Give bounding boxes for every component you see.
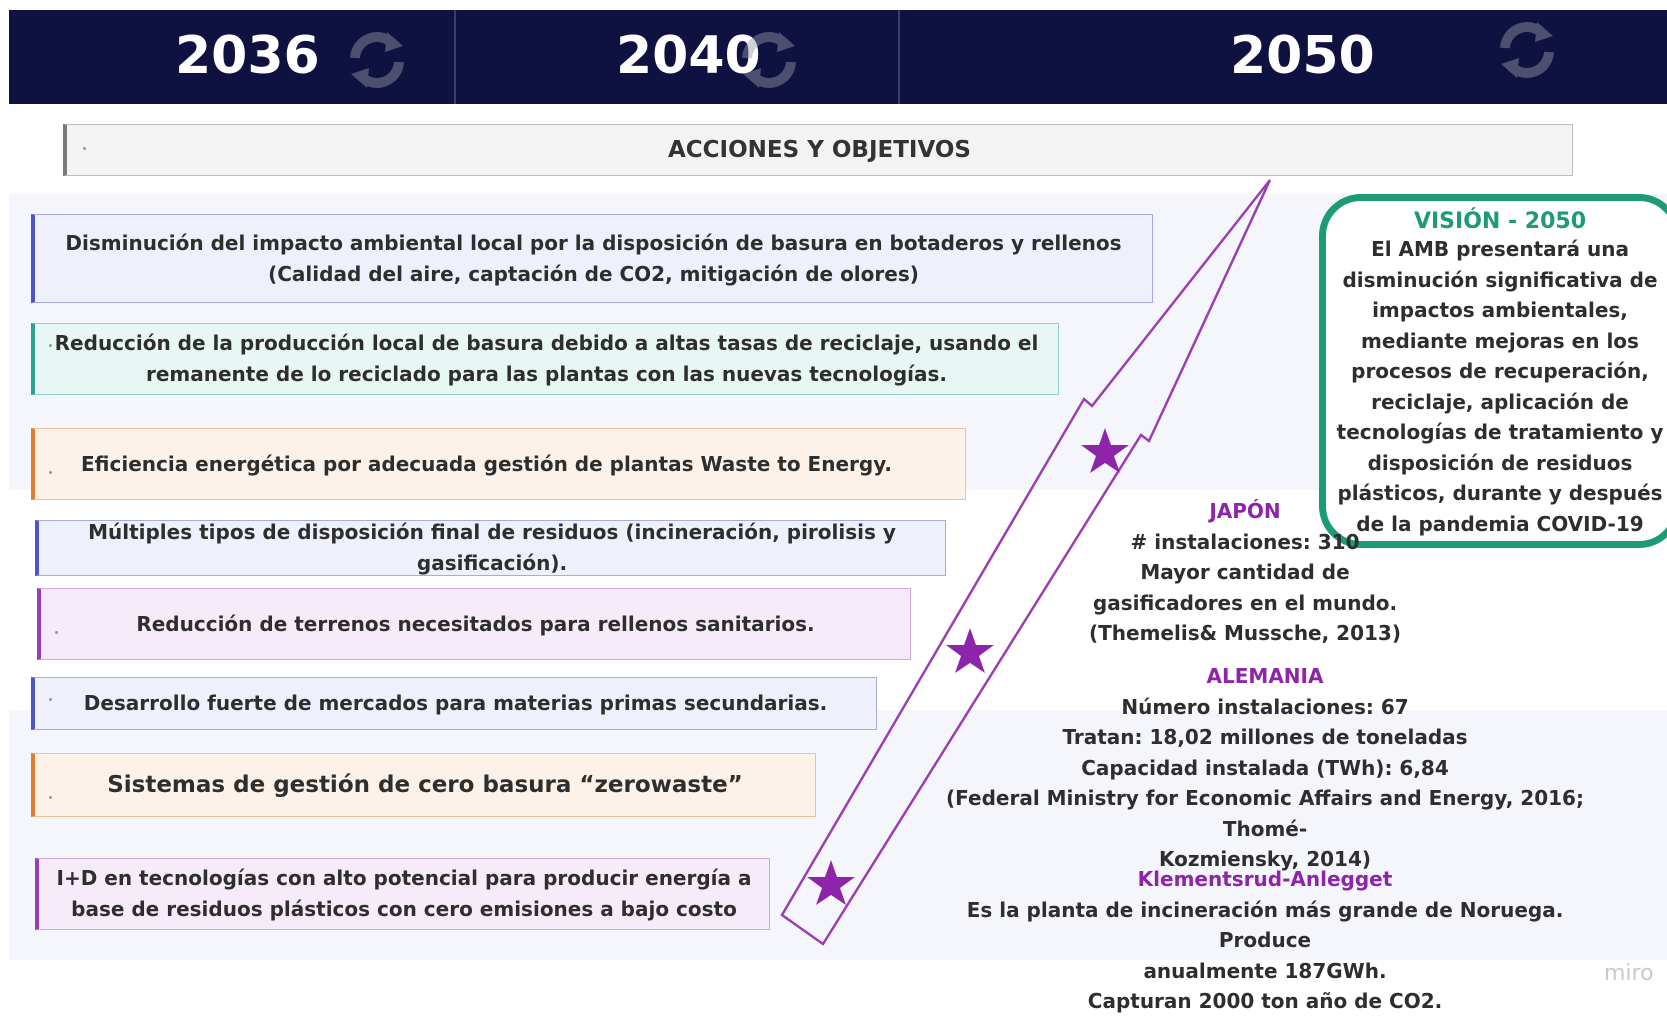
decorative-dot [49,796,52,799]
timeline-divider [454,10,456,104]
timeline-bar: 2036 2040 2050 [9,10,1667,104]
vision-title: VISIÓN - 2050 [1413,209,1587,234]
reference-line: Capturan 2000 ton año de CO2. [1087,989,1443,1013]
star-icon [807,860,855,905]
star-icon [946,628,994,673]
decorative-dot [49,344,52,347]
miro-watermark: miro [1604,961,1654,986]
sync-icon [733,24,805,100]
reference-germany: ALEMANIA Número instalaciones: 67 Tratan… [920,661,1610,875]
reference-norway: Klementsrud-Anlegget Es la planta de inc… [920,864,1610,1017]
decorative-dot [49,698,52,701]
action-card[interactable]: I+D en tecnologías con alto potencial pa… [35,858,770,930]
sync-icon [341,24,413,100]
reference-line: # instalaciones: 310 [1130,529,1360,554]
section-header-title: ACCIONES Y OBJETIVOS [668,137,971,163]
reference-line: Número instalaciones: 67 [1121,694,1409,719]
action-card-text: Reducción de terrenos necesitados para r… [136,611,815,636]
reference-japan: JAPÓN # instalaciones: 310 Mayor cantida… [1080,496,1410,649]
action-card[interactable]: Sistemas de gestión de cero basura “zero… [31,753,816,817]
vision-box[interactable]: VISIÓN - 2050 El AMB presentará una dism… [1319,194,1667,548]
reference-line: gasificadores en el mundo. [1092,590,1398,615]
action-card[interactable]: Eficiencia energética por adecuada gesti… [31,428,966,500]
action-card-text: Desarrollo fuerte de mercados para mater… [83,691,828,715]
year-2050: 2050 [1230,26,1375,86]
action-card-text: Múltiples tipos de disposición final de … [88,520,896,575]
reference-line: anualmente 187GWh. [1143,958,1387,983]
reference-line: Es la planta de incineración más grande … [966,897,1564,953]
action-card-text: Disminución del impacto ambiental local … [65,230,1122,286]
section-header[interactable]: ACCIONES Y OBJETIVOS [63,124,1573,176]
reference-line: Mayor cantidad de [1140,560,1350,584]
year-2036: 2036 [175,26,320,86]
action-card[interactable]: Desarrollo fuerte de mercados para mater… [31,677,877,730]
reference-line: Capacidad instalada (TWh): 6,84 [1081,755,1449,780]
action-card-text: I+D en tecnologías con alto potencial pa… [56,866,752,921]
action-card[interactable]: Reducción de la producción local de basu… [31,323,1059,395]
action-card-text: Sistemas de gestión de cero basura “zero… [107,771,743,798]
sync-icon [1491,14,1563,90]
action-card[interactable]: Disminución del impacto ambiental local … [31,214,1153,303]
year-2040: 2040 [616,26,761,86]
band-light [9,960,1667,1016]
reference-title: JAPÓN [1209,499,1281,523]
action-card-text: Eficiencia energética por adecuada gesti… [81,451,892,476]
action-card[interactable]: Múltiples tipos de disposición final de … [35,520,946,576]
decorative-dot [83,147,86,150]
decorative-dot [55,631,58,634]
decorative-dot [49,471,52,474]
reference-line: Tratan: 18,02 millones de toneladas [1062,725,1468,749]
timeline-divider [898,10,900,104]
reference-title: ALEMANIA [1206,664,1324,688]
arrow-shape [780,179,1272,946]
action-card-text: Reducción de la producción local de basu… [54,331,1039,386]
reference-line: (Themelis& Mussche, 2013) [1089,621,1401,645]
reference-title: Klementsrud-Anlegget [1137,867,1393,891]
star-icon [1081,428,1129,473]
vision-body: El AMB presentará una disminución signif… [1336,237,1664,536]
reference-line: (Federal Ministry for Economic Affairs a… [946,786,1584,841]
action-card[interactable]: Reducción de terrenos necesitados para r… [37,588,911,660]
reference-line: Kozmiensky, 2014) [1158,847,1372,871]
